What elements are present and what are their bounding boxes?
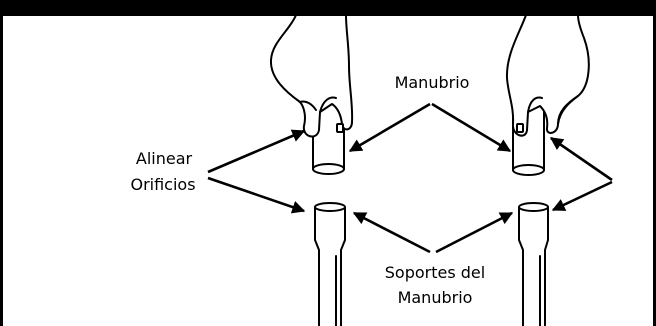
arrow-handlebar-to-left-tube: [348, 102, 431, 153]
support-tube-right: [518, 202, 549, 326]
arrow-supports-to-right-tube: [435, 211, 514, 254]
arrow-align-to-right-lower: [551, 180, 613, 212]
supports-label-line2: Manubrio: [398, 288, 473, 307]
header-bar: [0, 0, 656, 16]
arrow-align-to-right-upper: [549, 136, 613, 182]
right-fingernail: [516, 123, 524, 133]
arrow-supports-to-left-tube: [352, 211, 431, 254]
handlebar-label: Manubrio: [395, 73, 470, 92]
handlebar-tube-left: [312, 99, 345, 175]
align-holes-label-line1: Alinear: [136, 149, 193, 168]
align-holes-label-line2: Orificios: [130, 175, 195, 194]
arrow-handlebar-to-right-tube: [431, 102, 512, 153]
arrow-align-to-left-lower: [207, 176, 306, 214]
left-thumbnail: [336, 123, 344, 133]
arrow-align-to-left-upper: [207, 129, 306, 174]
right-hand-illustration: [505, 14, 590, 137]
supports-label-line1: Soportes del: [385, 263, 485, 282]
support-tube-left: [314, 202, 346, 326]
left-hand-illustration: [269, 14, 354, 138]
